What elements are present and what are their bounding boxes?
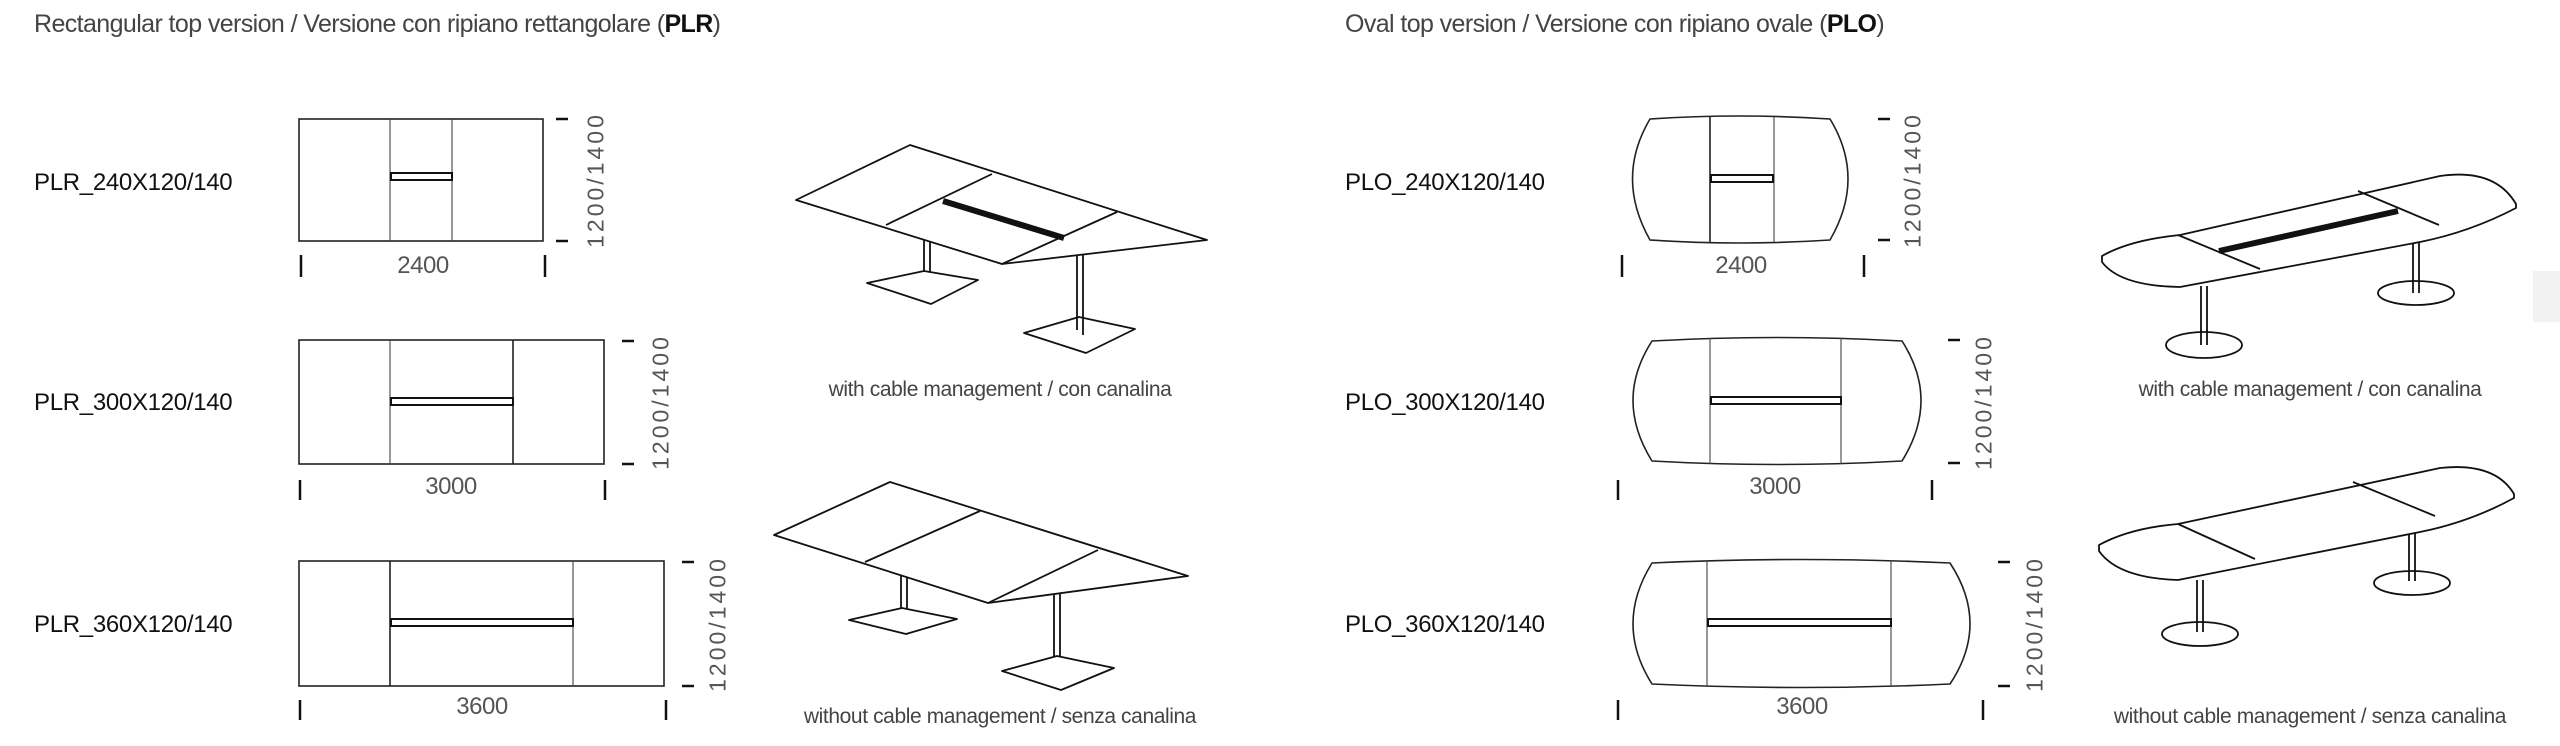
model-code: PLR_300X120/140 xyxy=(34,389,233,416)
length-dimension: 3000 xyxy=(425,473,477,500)
length-dimension: 2400 xyxy=(1715,252,1767,279)
plan-plo-360 xyxy=(1616,558,2010,720)
caption-with-cable: with cable management / con canalina xyxy=(828,378,1172,401)
plan-plo-300 xyxy=(1616,336,1960,500)
depth-dimension: 1200/1400 xyxy=(1970,334,1997,470)
depth-dimension: 1200/1400 xyxy=(704,556,731,692)
length-dimension: 3600 xyxy=(1776,693,1828,720)
plan-plr-240 xyxy=(298,117,568,277)
section-title-rectangular: Rectangular top version / Versione con r… xyxy=(34,10,721,38)
plan-plr-300 xyxy=(298,339,634,500)
model-code: PLR_360X120/140 xyxy=(34,611,233,638)
depth-dimension: 1200/1400 xyxy=(647,334,674,470)
depth-dimension: 1200/1400 xyxy=(2021,556,2048,692)
length-dimension: 2400 xyxy=(397,252,449,279)
plan-plo-240 xyxy=(1620,115,1890,277)
caption-without-cable: without cable management / senza canalin… xyxy=(2113,705,2507,728)
length-dimension: 3600 xyxy=(456,693,508,720)
model-code: PLR_240X120/140 xyxy=(34,169,233,196)
plan-plr-360 xyxy=(298,560,694,720)
length-dimension: 3000 xyxy=(1749,473,1801,500)
iso-plr-without-cable xyxy=(773,481,1189,691)
caption-without-cable: without cable management / senza canalin… xyxy=(803,705,1197,728)
iso-plr-with-cable xyxy=(795,144,1208,354)
model-code: PLO_300X120/140 xyxy=(1345,389,1545,416)
page-edge-tab xyxy=(2533,271,2560,322)
depth-dimension: 1200/1400 xyxy=(582,112,609,248)
model-code: PLO_360X120/140 xyxy=(1345,611,1545,638)
iso-plo-without-cable xyxy=(2098,466,2515,647)
model-code: PLO_240X120/140 xyxy=(1345,169,1545,196)
section-title-oval: Oval top version / Versione con ripiano … xyxy=(1345,10,1885,38)
caption-with-cable: with cable management / con canalina xyxy=(2138,378,2482,401)
depth-dimension: 1200/1400 xyxy=(1899,112,1926,248)
iso-plo-with-cable xyxy=(2101,173,2517,359)
